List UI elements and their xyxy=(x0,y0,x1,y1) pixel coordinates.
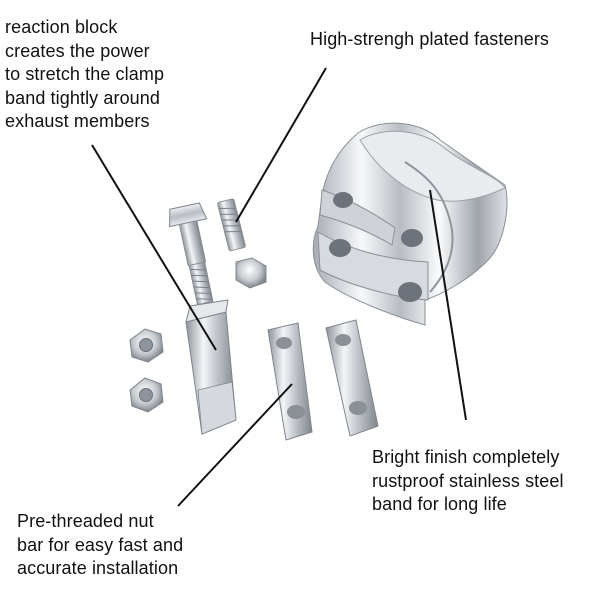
clamp-band-hole xyxy=(398,282,422,302)
caption-line: to stretch the clamp xyxy=(5,64,165,84)
leader-line-reaction-block xyxy=(91,144,217,351)
long-bolt-thread xyxy=(188,261,214,306)
caption-line: band tightly around xyxy=(5,87,161,108)
caption-nut-bar: Pre-threaded nut bar for easy fast and a… xyxy=(17,510,183,581)
long-bolt-head xyxy=(169,202,208,228)
hex-nut xyxy=(129,328,164,363)
caption-line: exhaust members xyxy=(5,111,150,131)
caption-line: accurate installation xyxy=(17,558,179,578)
short-bolt-head xyxy=(235,257,267,289)
clamp-band xyxy=(312,122,508,326)
caption-finish: Bright finish completely rustproof stain… xyxy=(372,446,564,517)
caption-line: Pre-threaded nut xyxy=(17,511,154,531)
caption-fasteners: High-strengh plated fasteners xyxy=(310,28,549,52)
caption-line: rustproof stainless steel xyxy=(372,470,564,491)
long-bolt-shank xyxy=(178,220,207,267)
nut-bar-right xyxy=(325,319,379,437)
clamp-band-hole xyxy=(333,192,353,208)
short-bolt xyxy=(217,198,267,289)
caption-line: Bright finish completely xyxy=(372,447,560,467)
caption-line: creates the power xyxy=(5,40,150,61)
long-bolt xyxy=(169,202,214,306)
reaction-block xyxy=(185,299,237,435)
caption-line: reaction block xyxy=(5,17,118,37)
leader-line-finish xyxy=(429,189,467,421)
nut-bar-left xyxy=(267,322,313,441)
leader-line-nut-bar xyxy=(177,383,293,507)
clamp-band-hole xyxy=(401,229,423,247)
clamp-band-upper-ring xyxy=(359,130,506,202)
leader-line-fasteners xyxy=(235,67,327,223)
caption-reaction-block: reaction block creates the power to stre… xyxy=(5,16,164,134)
caption-line: bar for easy fast and xyxy=(17,534,184,555)
caption-line: band for long life xyxy=(372,494,507,514)
reaction-block-bevel xyxy=(197,381,237,435)
clamp-band-hole xyxy=(329,239,351,257)
hex-nut xyxy=(129,377,164,413)
short-bolt-thread xyxy=(217,198,246,252)
caption-line: High-strengh plated fasteners xyxy=(310,29,550,49)
leader-lines xyxy=(91,67,467,507)
